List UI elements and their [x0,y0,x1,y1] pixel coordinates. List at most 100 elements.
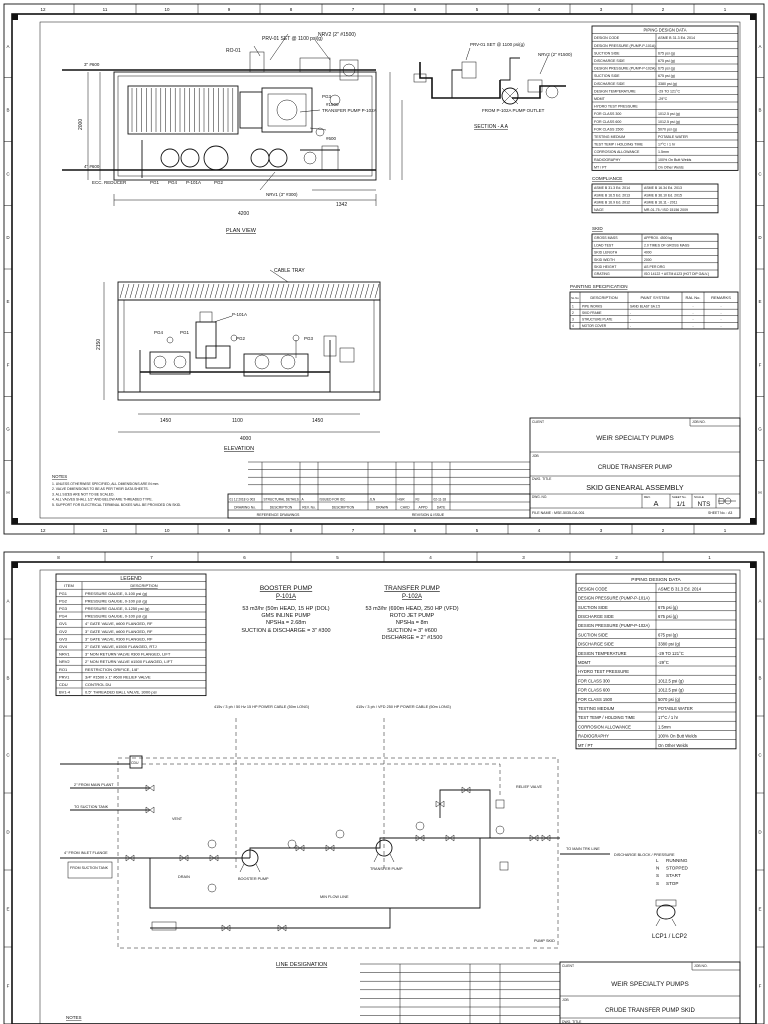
pdd2-key: HYDRO TEST PRESSURE [578,669,629,674]
pdd2-value: -29°C [658,660,669,665]
signal-code: N [656,866,659,871]
frame2-number-top: 2 [615,555,618,560]
pdd1-value: ASME B 31.3 Ed. 2014 [658,36,695,40]
plan-label-pg1: PG1 [150,180,160,185]
tb2-client-label: CLIENT [562,964,574,968]
painting-cell: 4 [572,324,574,328]
transfer-line1: 53 m3/hr (690m HEAD, 250 HP (VFD) [365,606,458,612]
legend-item: PG3 [59,606,68,611]
pdd2-value: 1012.5 psi (g) [658,678,684,683]
compliance-value: ASME B 16.34 Ed. 2013 [644,186,682,190]
booster-line1: 53 m3/hr (50m HEAD, 15 HP (DOL) [242,606,329,612]
pdd1-value: 17°C / 1 hr [658,143,676,147]
legend-item: GV2 [59,629,68,634]
elev-label-pg1: PG1 [180,330,190,335]
plan-dim-1342: 1342 [336,202,347,208]
legend-desc: PRESSURE GAUGE, 0-1250 psi (g) [85,606,150,611]
pdd1-key: SUCTION SIDE [594,51,620,55]
elevation-view: CABLE TRAY P-101A PG4 PG1 PG2 PG3 1450 1… [96,268,381,452]
pdd1-value: 1.5mm [658,150,669,154]
revision-header: DRAWN [376,505,389,509]
pdd1-key: DESIGN TEMPERATURE [594,89,636,93]
valve-symbol [179,854,189,862]
legend-item: GV3 [59,636,68,641]
pdd2-key: FOR CLASS 600 [578,688,611,693]
plan-label-4in600: 4" #600 [84,164,100,169]
frame2-letter-left: D [6,830,10,835]
frame2-letter-right: D [758,830,762,835]
painting-cell: - [720,304,721,308]
pid-booster-label: BOOSTER PUMP [238,877,269,881]
pid-from-main: 2" FROM MAIN PLANT [74,783,114,787]
pdd1-value: 675 psi (g) [658,59,675,63]
frame-letter-right: F [759,363,762,368]
legend-item: CDU [59,682,68,687]
compliance-value: MR-01-75 / ISO 15156 2009 [644,208,688,212]
pid-to-suction: TO SUCTION TANK [74,805,109,809]
legend-item: PG1 [59,591,68,596]
legend-desc: 4" GATE VALVE, #600 FLANGED, RF [85,621,153,626]
booster-line3: NPSHa = 2.68m [266,620,306,626]
frame-number-bottom: 1 [724,528,727,533]
transfer-tag: P-102A [402,594,422,600]
legend-desc: 3" NON RETURN VALVE #300 FLANGED, LIFT [85,652,171,657]
legend-item: PRV1 [59,674,70,679]
painting-title: PAINTING SPECIFICATION [570,284,628,289]
frame2-letter-left: B [6,676,9,681]
skid-value: 4000 [644,251,652,255]
projection-symbol-cone [718,497,725,505]
revision-header: DESCRIPTION [332,505,355,509]
plan-dim-2000: 2000 [78,119,84,130]
compliance-key: NACE [594,208,604,212]
frame2-number-top: 6 [243,555,246,560]
tb2-company: WEIR SPECIALTY PUMPS [611,981,689,988]
pid-from-inlet: 4" FROM INLET FLANGE [64,851,108,855]
transfer-line3: NPSHa = 8m [396,620,429,626]
pdd2-key: MT / PT [578,743,593,748]
frame-number-top: 8 [290,7,293,12]
pdd1-value: 1012.5 psi (g) [658,112,680,116]
pdd1-key: SUCTION SIDE [594,74,620,78]
frame-letter-right: G [758,426,762,431]
elev-dim-4000: 4000 [240,436,251,442]
legend-desc: 2" GATE VALVE, #1500 FLANGED, RTJ [85,644,157,649]
frame2-number-top: 1 [708,555,711,560]
line-designation: LINE DESIGNATION [276,962,327,968]
revision-footer-right: REVISION & ISSUE [412,513,445,517]
pid-vent: VENT [172,817,183,821]
elev-label-p101a: P-101A [232,312,247,317]
pid-skid-edge: PUMP SKID [534,939,555,943]
plan-label-pg2: PG2 [214,180,224,185]
painting-header: DESCRIPTION [590,295,617,300]
frame-number-bottom: 8 [290,528,293,533]
plan-label-nrv2: NRV2 (2" #1500) [318,32,356,38]
notes-title-2: NOTES [66,1015,82,1020]
painting-cell: - [630,311,631,315]
frame-letter-left: H [6,490,9,495]
pid-transfer-label: TRANSFER PUMP [370,867,403,871]
frame-number-bottom: 10 [164,528,170,533]
pdd2-value: 3380 psi (g) [658,642,681,647]
booster-tag: P-101A [276,594,296,600]
pdd2-value: 100% On Butt Welds [658,734,697,739]
legend-item: NRV1 [59,652,70,657]
transfer-line5: DISCHARGE = 2" #1500 [382,635,443,641]
section-view-title: SECTION - A A [474,124,509,130]
valve-symbol [445,834,455,842]
frame-number-bottom: 2 [662,528,665,533]
skid-value: 2.0 TIMES OF GROSS MASS [644,243,690,247]
painting-cell: SKID FRAME [582,311,601,315]
note-line: 2. VALVE DIMENSIONS TO BE AS PER THEIR D… [52,487,149,491]
frame-number-top: 1 [724,7,727,12]
tb-sheet-no: SHEET No. : A3 [708,511,732,515]
legend-header-item: ITEM [64,583,74,588]
signal-desc: STOP [666,881,678,886]
transfer-pump-spec: TRANSFER PUMP P-102A 53 m3/hr (690m HEAD… [365,585,458,641]
pdd1-key: DESIGN PRESSURE (PUMP-P-102A) [594,67,656,71]
plan-dim-4200: 4200 [238,211,249,217]
painting-cell: - [692,324,693,328]
